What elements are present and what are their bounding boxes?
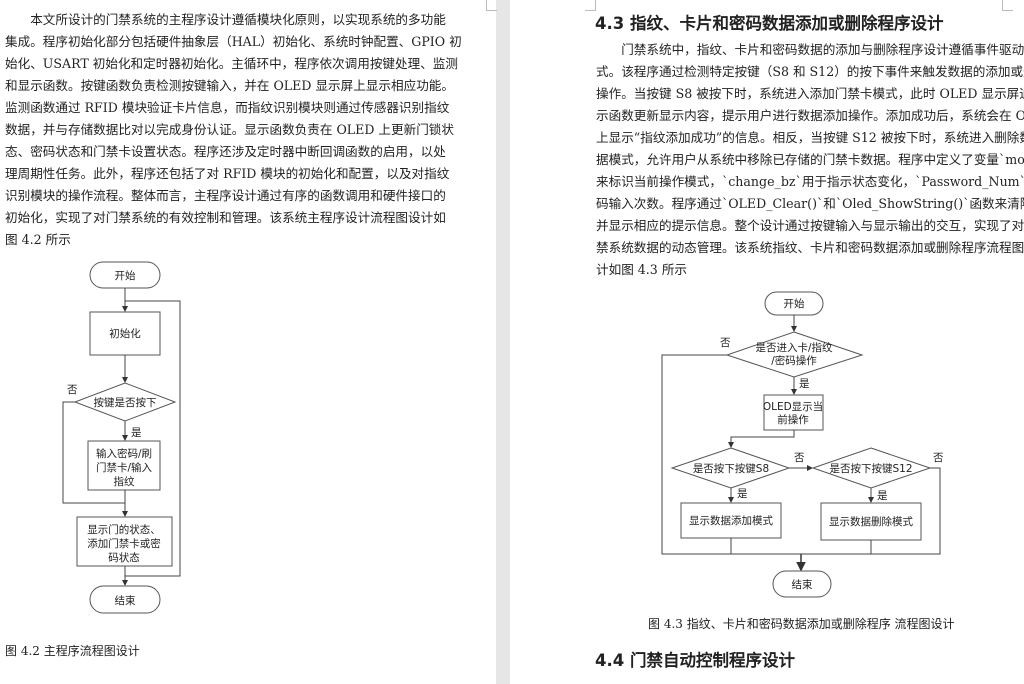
section-heading: 4.3 指纹、卡片和密码数据添加或删除程序设计 [595, 14, 944, 33]
yes-label: 是 [799, 378, 810, 390]
main-program-flowchart: 开始 初始化 按键是否按下 否 是 输入密码/刷 门禁卡/输入 指纹 显示门的状… [62, 261, 181, 614]
delete-mode-box [820, 502, 922, 541]
text-line: 据模式，允许用户从系统中移除已存储的门禁卡数据。程序中定义了变量`mode` [596, 152, 1024, 167]
text-line: 初始化，实现了对门禁系统的有效控制和管理。该系统主程序设计流程图设计如 [5, 210, 446, 225]
text-line: 态、密码状态和门禁卡设置状态。程序还涉及定时器中断回调函数的启用，以处 [5, 144, 446, 159]
text-line: 门禁系统中，指纹、卡片和密码数据的添加与删除程序设计遵循事件驱动模 [596, 42, 1024, 57]
init-label: 初始化 [109, 327, 141, 340]
input-label-line: 输入密码/刷 [96, 447, 152, 460]
figure-caption: 图 4.2 主程序流程图设计 [5, 644, 140, 658]
text-line: 上显示“指纹添加成功”的信息。相反，当按键 S12 被按下时，系统进入删除数 [596, 130, 1024, 145]
no-label: 否 [720, 337, 731, 349]
input-label-line: 指纹 [114, 475, 135, 488]
input-label-line: 门禁卡/输入 [96, 461, 153, 474]
s12-label: 是否按下按键S12 [829, 462, 912, 475]
oled-label-line: OLED显示当 [763, 400, 823, 413]
text-line: 理周期性任务。此外，程序还包括了对 RFID 模块的初始化和配置，以及对指纹 [5, 166, 450, 181]
init-box [89, 311, 161, 356]
text-line: 监测函数通过 RFID 模块验证卡片信息，而指纹识别模块则通过传感器识别指纹 [5, 100, 450, 115]
delete-mode-label: 显示数据删除模式 [829, 515, 913, 528]
display-label-line: 显示门的状态、 [87, 523, 161, 536]
no-label: 否 [794, 452, 805, 464]
text-line: 计如图 4.3 所示 [596, 262, 688, 277]
oled-label-line: 前操作 [777, 413, 809, 426]
display-status-box [76, 516, 173, 567]
decision-label-line: 是否进入卡/指纹 [755, 341, 833, 354]
input-box [87, 440, 161, 491]
text-line: 操作。当按键 S8 被按下时，系统进入添加门禁卡模式，此时 OLED 显示屏通过… [596, 86, 1024, 101]
text-line: 识别模块的操作流程。整体而言，主程序设计通过有序的函数调用和硬件接口的 [5, 188, 446, 203]
start-label: 开始 [115, 269, 136, 282]
yes-label: 是 [737, 488, 748, 500]
margin-mark [486, 0, 497, 11]
text-line: 数据，并与存储数据比对以完成身份认证。显示函数负责在 OLED 上更新门锁状 [5, 122, 454, 137]
yes-label: 是 [131, 427, 142, 439]
oled-display-box [763, 394, 824, 431]
text-line: 并显示相应的提示信息。整个设计通过按键输入与显示输出的交互，实现了对门 [596, 218, 1024, 233]
no-label: 否 [933, 452, 944, 464]
figure-caption: 图 4.3 指纹、卡片和密码数据添加或删除程序 流程图设计 [648, 617, 955, 631]
text-line: 始化、USART 初始化和定时器初始化。主循环中，程序依次调用按键处理、监测 [5, 56, 458, 71]
decision-label-line: /密码操作 [771, 354, 817, 367]
decision-label: 按键是否按下 [94, 396, 157, 409]
add-delete-flowchart: 开始 是否进入卡/指纹 /密码操作 否 是 OLED显示当 前操作 是否按下按键… [661, 291, 944, 598]
text-line: 示函数更新显示内容，提示用户进行数据添加操作。添加成功后，系统会在 OLED [596, 108, 1024, 123]
left-page [0, 0, 496, 684]
text-line: 集成。程序初始化部分包括硬件抽象层（HAL）初始化、系统时钟配置、GPIO 初 [5, 34, 462, 49]
end-label: 结束 [115, 594, 136, 607]
display-label-line: 码状态 [108, 551, 140, 564]
text-line: 来标识当前操作模式，`change_bz`用于指示状态变化，`Password_… [596, 174, 1024, 189]
display-label-line: 添加门禁卡或密 [87, 537, 161, 550]
s8-label: 是否按下按键S8 [693, 462, 769, 475]
text-line: 禁系统数据的动态管理。该系统指纹、卡片和密码数据添加或删除程序流程图设 [596, 240, 1024, 255]
body-paragraph: 门禁系统中，指纹、卡片和密码数据的添加与删除程序设计遵循事件驱动模 式。该程序通… [596, 39, 1024, 281]
end-terminal [89, 585, 161, 614]
text-line: 式。该程序通过检测特定按键（S8 和 S12）的按下事件来触发数据的添加或删除 [596, 64, 1024, 79]
add-mode-label: 显示数据添加模式 [689, 514, 773, 527]
no-label: 否 [67, 384, 78, 396]
end-label: 结束 [792, 578, 813, 591]
section-heading-next: 4.4 门禁自动控制程序设计 [595, 651, 795, 670]
body-paragraph: 本文所设计的门禁系统的主程序设计遵循模块化原则，以实现系统的多功能 集成。程序初… [5, 9, 462, 251]
text-line: 本文所设计的门禁系统的主程序设计遵循模块化原则，以实现系统的多功能 [5, 12, 446, 27]
margin-mark [1002, 0, 1013, 11]
yes-label: 是 [877, 490, 888, 502]
end-terminal [772, 570, 832, 598]
text-line: 码输入次数。程序通过`OLED_Clear()`和`Oled_ShowStrin… [596, 196, 1024, 211]
text-line: 图 4.2 所示 [5, 232, 71, 247]
start-label: 开始 [784, 297, 805, 310]
text-line: 和显示函数。按键函数负责检测按键输入，并在 OLED 显示屏上显示相应功能。 [5, 78, 454, 93]
margin-mark [585, 0, 596, 11]
